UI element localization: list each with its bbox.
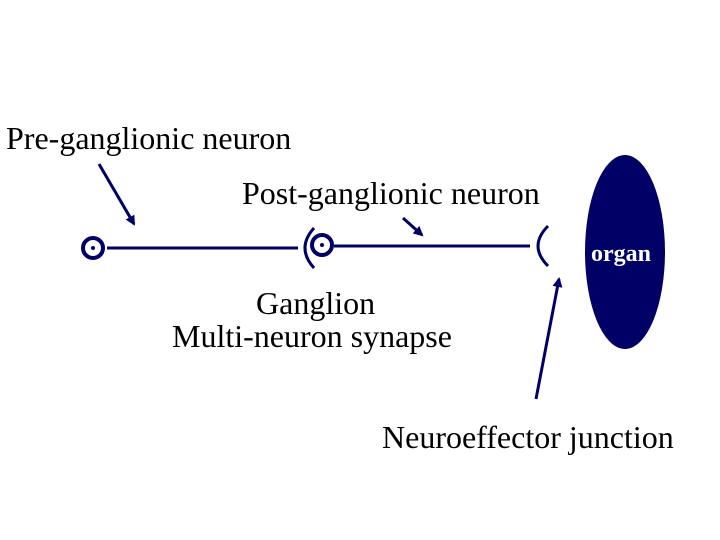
neuroeffector-junction-pointer-arrow (534, 277, 563, 400)
pre-ganglionic-label: Pre-ganglionic neuron (6, 120, 292, 156)
post-ganglionic-label: Post-ganglionic neuron (242, 175, 540, 211)
pre-ganglionic-nucleus (91, 246, 95, 250)
post-ganglionic-pointer-arrow (401, 216, 424, 237)
post-ganglionic-nucleus (320, 243, 324, 247)
organ-ellipse (585, 155, 665, 349)
pre-ganglionic-pointer-arrow (97, 163, 136, 226)
multi-neuron-synapse-label: Multi-neuron synapse (172, 318, 452, 354)
post-ganglionic-terminal (536, 224, 550, 268)
ganglion-label: Ganglion (256, 285, 376, 321)
pre-ganglionic-cell-body (81, 236, 105, 260)
pre-ganglionic-terminal (303, 226, 316, 270)
organ-label: organ (591, 241, 651, 267)
neuroeffector-junction-label: Neuroeffector junction (382, 419, 674, 455)
post-ganglionic-cell-body (310, 233, 334, 257)
